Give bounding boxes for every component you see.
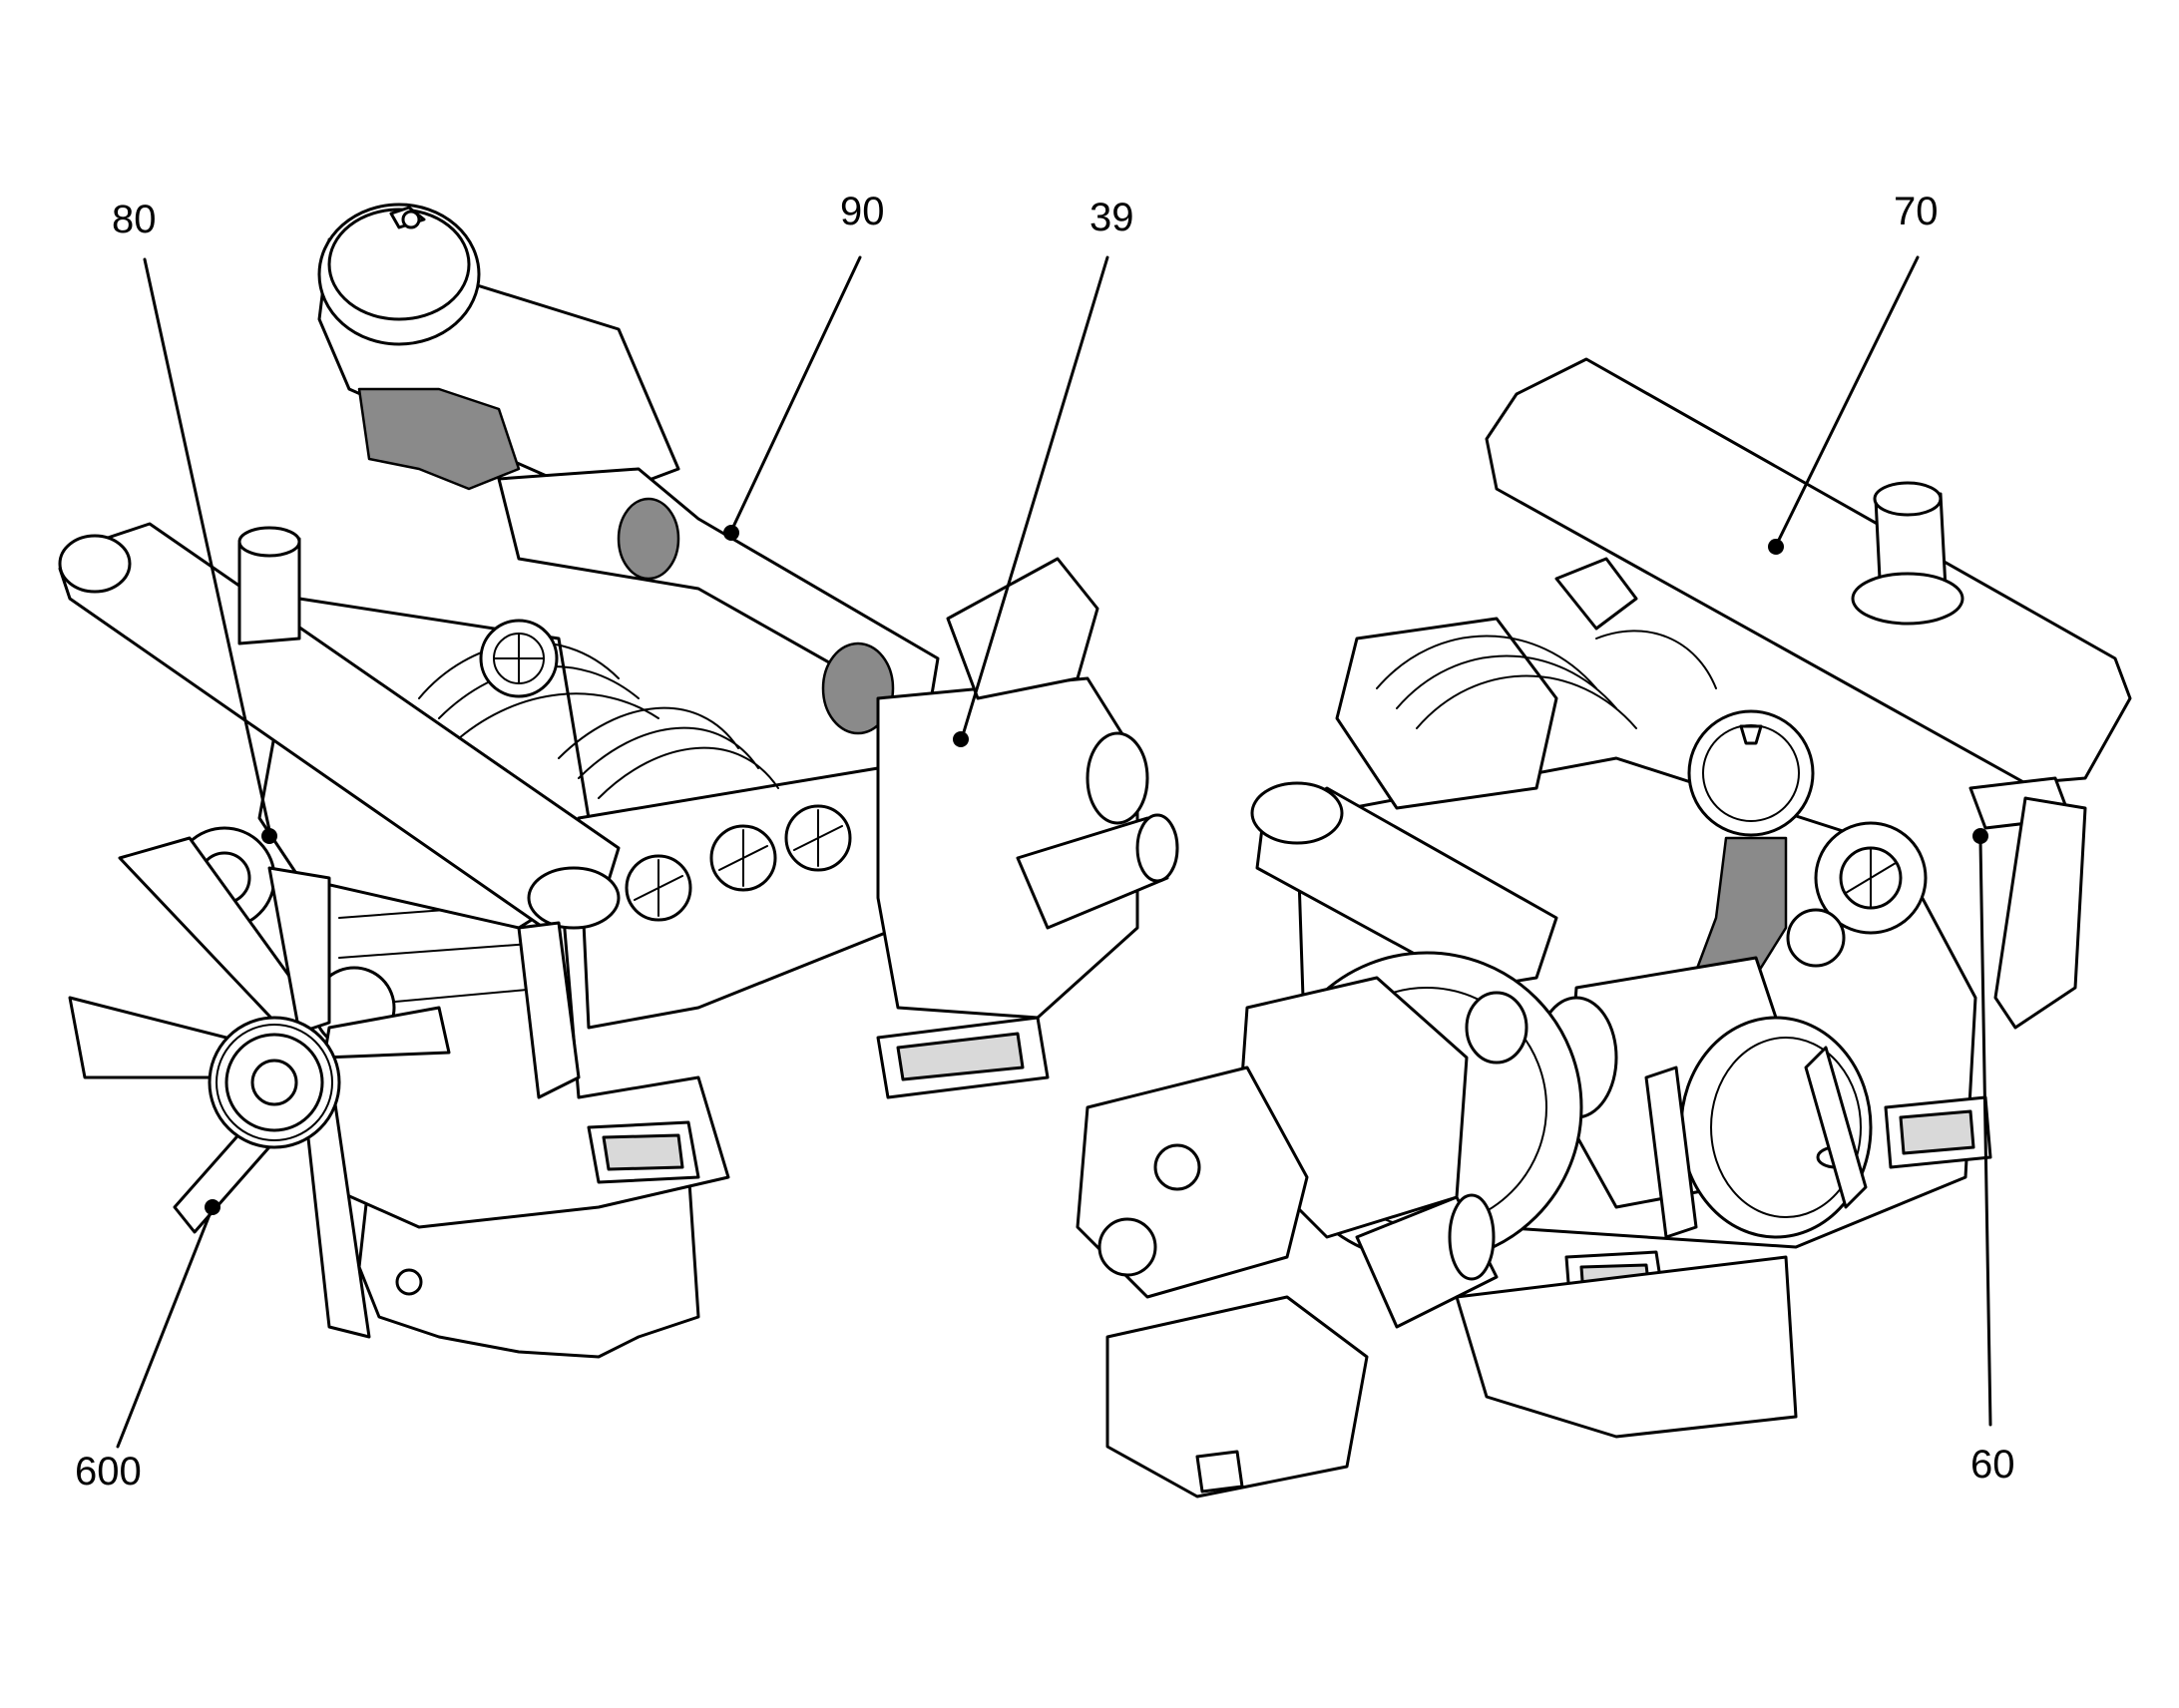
right-injection-lines [1376,630,1717,729]
right-intake-manifold [1255,786,1558,990]
left-cylinder-heads [577,766,900,1030]
callout-label-90: 90 [840,190,885,233]
leader-line-39 [961,255,1109,737]
right-oil-sump [1455,1255,1798,1439]
callout-label-60: 60 [1970,1443,2015,1487]
left-engine-assembly [58,203,1179,1359]
right-engine-assembly [1076,357,2132,1498]
hydraulic-pump-lower [1105,1295,1369,1498]
callout-label-39: 39 [1090,196,1134,239]
leader-lines [116,255,1992,1449]
leader-line-60 [1978,839,1992,1427]
leader-line-90 [731,255,862,529]
leader-line-600 [116,1200,217,1449]
right-muffler [1485,357,2132,785]
cooling-fan [68,836,451,1339]
callout-label-600: 600 [75,1450,142,1494]
left-intake-elbow [357,387,521,491]
leader-line-70 [1776,255,1920,544]
callout-label-80: 80 [112,198,157,241]
right-exhaust-pipe [1993,796,2087,1030]
leader-dots [205,525,1988,1215]
left-flywheel-housing [876,676,1139,1020]
callout-label-70: 70 [1894,190,1939,233]
leader-line-80 [143,257,271,832]
